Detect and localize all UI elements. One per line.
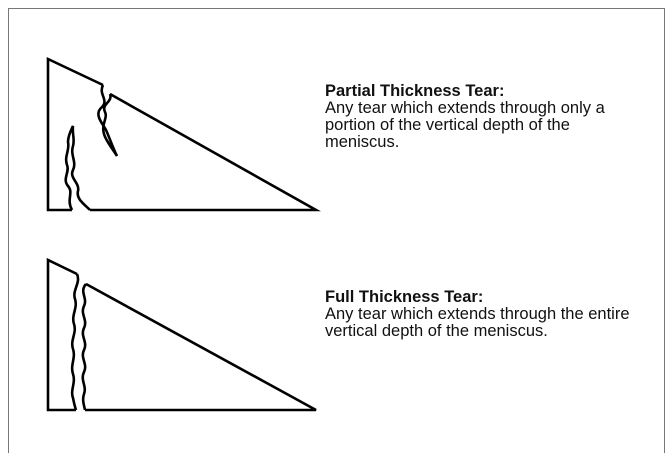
- full-tear-crack-left: [70, 273, 80, 411]
- partial-tear-caption: Partial Thickness Tear: Any tear which e…: [325, 83, 645, 151]
- full-tear-title: Full Thickness Tear:: [325, 288, 484, 306]
- partial-tear-title: Partial Thickness Tear:: [325, 82, 505, 100]
- partial-tear-description: Any tear which extends through only a po…: [325, 99, 605, 151]
- full-tear-crack-right: [81, 283, 88, 411]
- partial-tear-meniscus-shape: [46, 56, 321, 212]
- full-tear-meniscus-shape: [46, 257, 317, 412]
- partial-tear-bottom-crack: [64, 125, 91, 211]
- partial-tear-top-crack: [97, 84, 119, 157]
- figure-border: [8, 8, 665, 453]
- full-tear-caption: Full Thickness Tear: Any tear which exte…: [325, 289, 645, 340]
- full-tear-description: Any tear which extends through the entir…: [325, 305, 630, 340]
